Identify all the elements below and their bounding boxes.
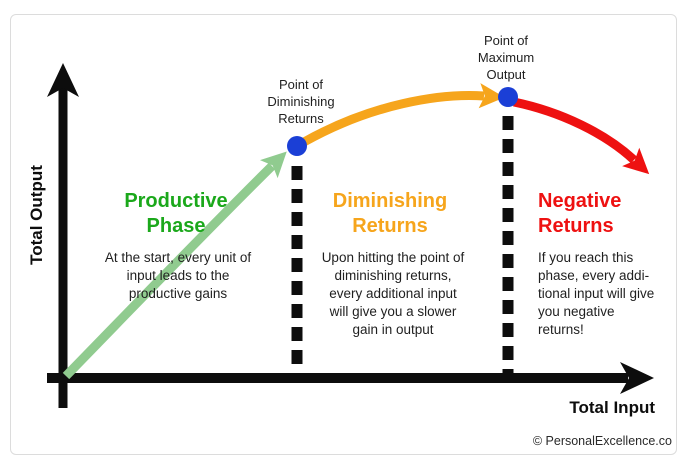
- x-axis-label: Total Input: [569, 398, 655, 417]
- diminishing-point-dot: [287, 136, 307, 156]
- productive-phase-title: Productive Phase: [124, 190, 228, 237]
- productive-phase-description: At the start, every unit of input leads …: [104, 250, 252, 301]
- diagram-border: [10, 14, 677, 455]
- point-of-maximum-output-label: Point of Maximum Output: [477, 33, 535, 82]
- negative-returns-description: If you reach this phase, every addi- tio…: [538, 250, 655, 337]
- diminishing-returns-title: Diminishing Returns: [332, 190, 448, 237]
- productive-phase-curve: [62, 151, 287, 380]
- point-of-diminishing-returns-label: Point of Diminishing Returns: [267, 77, 335, 126]
- x-axis-arrowhead-icon: [620, 362, 654, 394]
- negative-returns-title: Negative Returns: [538, 190, 622, 237]
- maximum-point-dot: [498, 87, 518, 107]
- y-axis-arrowhead-icon: [47, 63, 79, 97]
- y-axis-label: Total Output: [27, 165, 46, 265]
- diminishing-returns-curve: [301, 83, 505, 146]
- credit-text: © PersonalExcellence.co: [532, 434, 672, 448]
- negative-returns-curve: [513, 97, 650, 175]
- diminishing-returns-description: Upon hitting the point of diminishing re…: [321, 250, 465, 337]
